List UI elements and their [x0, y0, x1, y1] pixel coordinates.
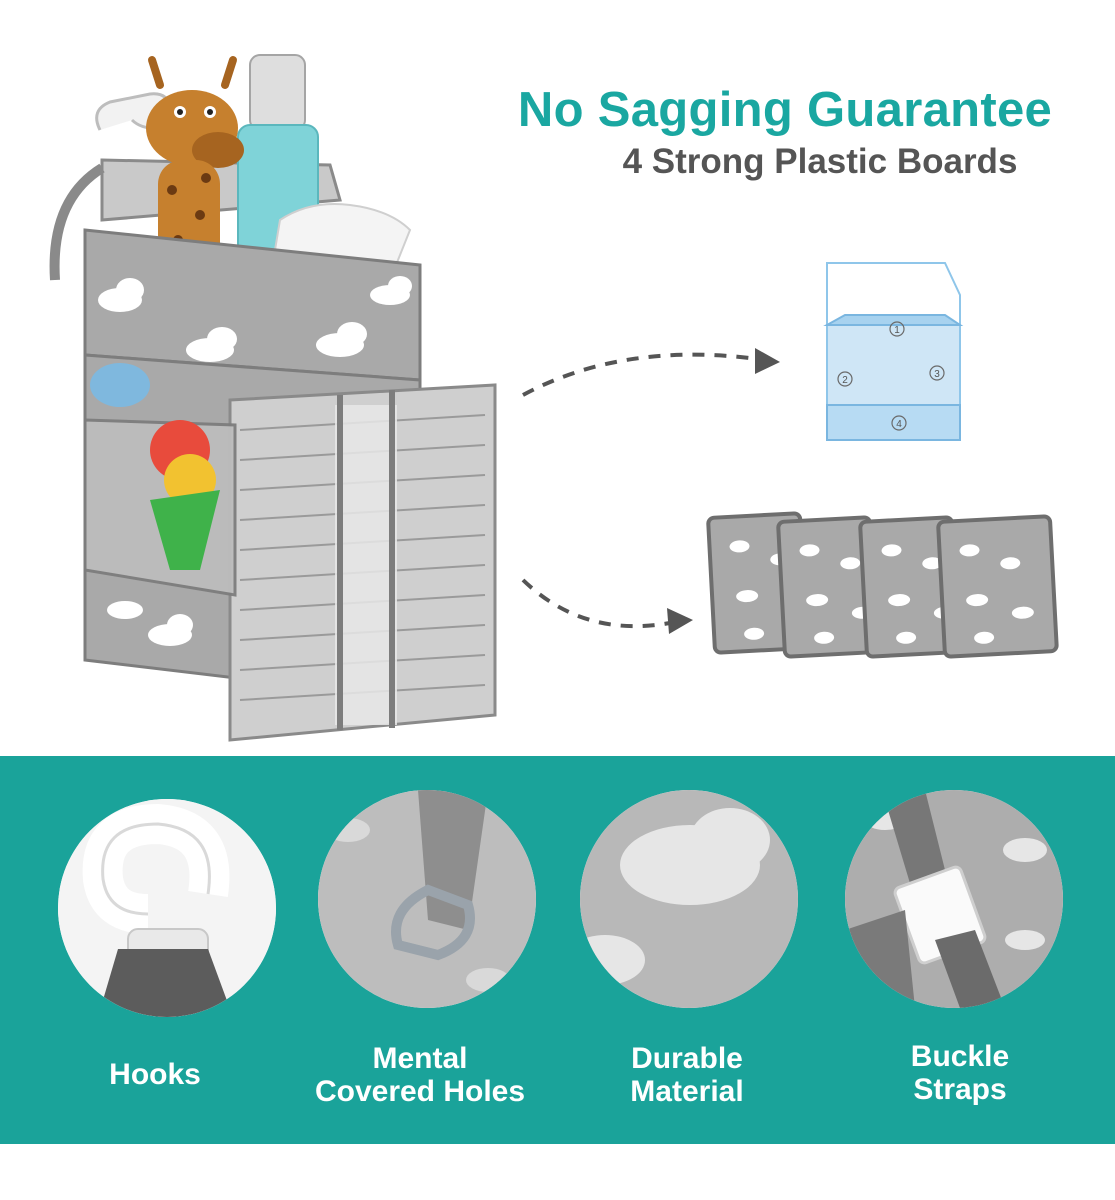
feature-circle-material: [580, 790, 798, 1008]
feature-label-metal-holes: Mental Covered Holes: [314, 1042, 526, 1108]
buckle-icon: [845, 790, 1063, 1008]
board-number: 3: [934, 369, 940, 380]
feature-label-buckle: Buckle Straps: [910, 1040, 1010, 1106]
plastic-boards-illustration: [706, 511, 1059, 659]
feature-label-hooks: Hooks: [109, 1058, 201, 1091]
diaper-caddy-illustration: [49, 54, 497, 742]
board-number: 1: [894, 325, 900, 336]
hook-icon: [58, 799, 276, 1017]
subheadline: 4 Strong Plastic Boards: [622, 142, 1018, 181]
board-number: 4: [896, 419, 902, 430]
metal-hole-icon: [318, 790, 536, 1008]
feature-label-material: Durable Material: [630, 1042, 744, 1108]
feature-circle-hooks: [58, 799, 276, 1017]
feature-circle-buckle: [845, 790, 1063, 1008]
diaper-stack-illustration: [228, 383, 497, 742]
board-number: 2: [842, 375, 848, 386]
toy-pocket-illustration: [83, 363, 237, 597]
pointer-arrows: [521, 348, 780, 634]
fabric-icon: [580, 790, 798, 1008]
board-placement-diagram: 1 2 3 4: [823, 262, 964, 441]
headline: No Sagging Guarantee: [517, 83, 1053, 137]
feature-circle-metal-holes: [318, 790, 536, 1008]
